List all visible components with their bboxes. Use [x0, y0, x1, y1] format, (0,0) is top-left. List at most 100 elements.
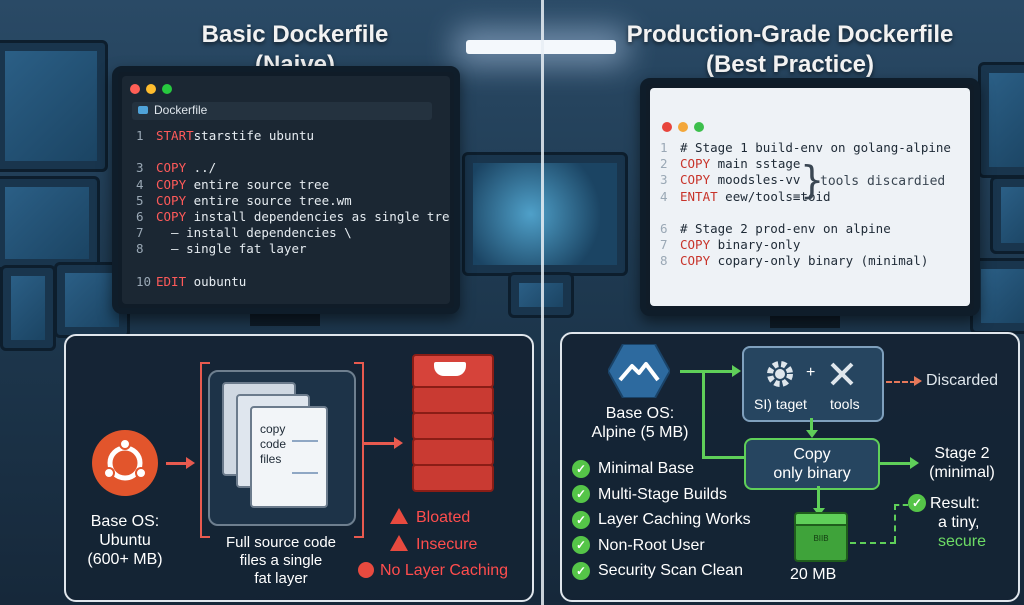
brace-icon: }: [800, 158, 825, 202]
left-panel: Base OS: Ubuntu (600+ MB) copy code file…: [64, 334, 534, 602]
code-text: oubuntu: [186, 273, 247, 289]
code-line: [660, 205, 951, 221]
right-title-line2: (Best Practice): [705, 51, 875, 78]
arrow-head-icon: [732, 365, 741, 377]
right-panel: Base OS: Alpine (5 MB) + SI) taget tools…: [560, 332, 1020, 602]
line-number: 3: [660, 172, 668, 188]
files-label: copy code files: [260, 422, 286, 467]
code-keyword: ENTAT: [680, 188, 718, 204]
code-text: main sstage: [710, 156, 801, 172]
result-line: secure: [938, 533, 987, 550]
code-line: [136, 258, 450, 274]
layer-caption: Full source code files a single fat laye…: [206, 534, 356, 588]
check-icon: ✓: [572, 485, 590, 504]
left-title-line1: Basic Dockerfile: [201, 21, 389, 48]
copy-binary-line: only binary: [773, 465, 851, 482]
arrow-line: [362, 442, 396, 445]
line-number: 8: [660, 253, 668, 269]
arrow-line: [680, 370, 734, 373]
close-dot-icon: [130, 84, 140, 94]
build-tools-caption-a: SI) taget: [754, 396, 807, 412]
code-keyword: COPY: [156, 160, 187, 176]
code-keyword: COPY: [156, 209, 187, 225]
discard-dashed-arrow: [886, 381, 916, 383]
line-number: 6: [660, 221, 668, 237]
result-label: Result: a tiny, secure: [930, 494, 986, 551]
code-text: entire source tree.wm: [186, 192, 352, 208]
right-wall-monitor-top: [978, 62, 1024, 178]
layer-caption-line: Full source code: [225, 534, 337, 551]
line-number: 6: [136, 209, 144, 225]
left-wall-monitor-low: [0, 265, 56, 351]
left-window-controls: [130, 84, 172, 94]
line-number: 10: [136, 273, 152, 289]
discarded-label: Discarded: [926, 372, 999, 389]
code-keyword: COPY: [680, 253, 711, 269]
result-dashed-line: [894, 504, 908, 506]
cube-label: BIIB: [813, 534, 829, 543]
base-os-size: (600+ MB): [87, 551, 163, 568]
editor-tab[interactable]: Dockerfile: [132, 102, 432, 120]
file-lines: [292, 440, 318, 474]
code-line: 7 – install dependencies \: [136, 225, 450, 241]
arrow-head-icon: [914, 376, 922, 386]
right-title: Production-Grade Dockerfile (Best Practi…: [600, 20, 980, 80]
plus-label: +: [806, 364, 816, 381]
issue-no-caching: No Layer Caching: [358, 562, 528, 580]
stage2-label: Stage 2 (minimal): [918, 444, 1006, 482]
alpine-logo-icon: [606, 343, 672, 399]
code-keyword: EDIT: [156, 273, 187, 289]
line-number: 7: [136, 225, 144, 241]
build-tools-caption-b: tools: [830, 396, 860, 412]
code-line: 1 # Stage 1 build-env on golang-alpine: [660, 140, 951, 156]
docker-layer-stack-icon: [412, 354, 494, 492]
files-label-line: files: [260, 452, 282, 466]
right-wall-monitor-mid: [990, 176, 1024, 254]
left-wall-monitor-top: [0, 40, 108, 172]
code-text: eew/tools≡toid: [717, 188, 831, 204]
copy-binary-box: Copy only binary: [744, 438, 880, 490]
arrow-head-icon: [806, 430, 818, 438]
code-line: [136, 144, 450, 160]
copy-binary-label: Copy only binary: [746, 445, 878, 483]
code-text: moodsles-vv: [710, 172, 801, 188]
code-text: – install dependencies \: [156, 225, 352, 241]
check-icon: ✓: [572, 459, 590, 478]
minimize-dot-icon: [678, 122, 688, 132]
base-os-name: Ubuntu: [99, 532, 151, 549]
code-text: # Stage 2 prod-env on alpine: [680, 221, 891, 237]
line-number: 1: [660, 140, 668, 155]
ubuntu-logo-icon: [92, 430, 158, 496]
stage2-line: (minimal): [929, 464, 995, 481]
docker-whale-icon: [434, 362, 466, 376]
line-number: 4: [136, 176, 144, 192]
maximize-dot-icon: [694, 122, 704, 132]
check-icon: ✓: [572, 561, 590, 580]
line-number: 8: [136, 241, 144, 257]
arrow-line: [878, 462, 912, 465]
code-keyword: COPY: [680, 172, 711, 188]
result-line: a tiny,: [938, 514, 980, 531]
checklist-label: Layer Caching Works: [598, 511, 751, 528]
arrow-line: [817, 486, 820, 510]
layer-caption-line: fat layer: [254, 570, 308, 587]
left-base-os-label: Base OS: Ubuntu (600+ MB): [66, 512, 184, 569]
code-keyword: COPY: [156, 176, 187, 192]
line-number: 2: [660, 156, 668, 172]
arrow-head-icon: [394, 437, 403, 449]
result-line: Result:: [930, 495, 980, 512]
center-divider: [541, 0, 544, 605]
warning-icon: [390, 535, 408, 551]
arrow-line: [166, 462, 188, 465]
arrow-line: [810, 418, 813, 432]
code-keyword: COPY: [680, 156, 711, 172]
editor-tab-label: Dockerfile: [154, 103, 208, 117]
code-text: # Stage 1 build-env on golang-alpine: [680, 140, 951, 155]
no-cache-icon: [358, 562, 374, 578]
